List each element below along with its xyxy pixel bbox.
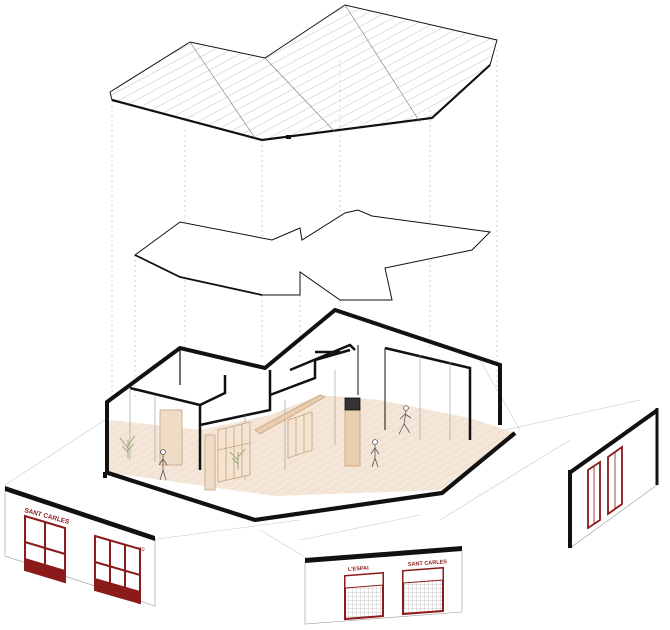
human-figures (158, 405, 412, 481)
right-facade-window-1 (587, 460, 601, 530)
center-facade-sign-right: SANT CARLES (408, 559, 448, 568)
center-facade: L'ESPAI SANT CARLES (304, 546, 463, 625)
right-facade (568, 408, 659, 549)
roof-layer (109, 4, 498, 142)
left-facade-door-2 (95, 578, 140, 603)
timber-partitions (159, 394, 361, 491)
ground-plane-lines (4, 359, 641, 591)
left-facade-door-1 (25, 558, 65, 582)
floor-edge (104, 431, 517, 523)
ceiling-outline-layer (134, 209, 492, 301)
wall-outlines (105, 307, 502, 472)
person-figure-3 (398, 405, 412, 435)
center-facade-sign-left: L'ESPAI (348, 566, 370, 573)
center-facade-opening-2 (402, 566, 444, 616)
left-facade-number: 40 (137, 546, 144, 553)
plant-icons (119, 435, 246, 470)
right-facade-window-2 (607, 445, 623, 516)
person-figure-1 (158, 449, 168, 481)
center-facade-opening-1 (344, 571, 384, 621)
main-floor-plan (103, 307, 517, 523)
person-figure-2 (370, 439, 380, 468)
interior-detail-lines (129, 355, 451, 480)
left-facade: SANT CARLES 40 (4, 486, 156, 607)
